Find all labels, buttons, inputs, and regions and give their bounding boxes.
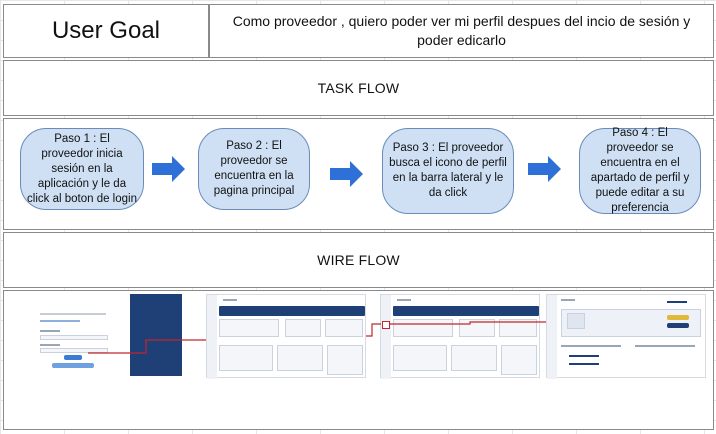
wireframe-home-sidebar (380, 294, 540, 379)
wireframe-home (206, 294, 366, 379)
task-flow-title: TASK FLOW (3, 60, 714, 116)
user-goal-label: User Goal (3, 4, 209, 58)
wireframe-login-panel (130, 294, 182, 376)
arrow-right-icon (152, 156, 185, 182)
arrow-right-icon (330, 161, 363, 187)
arrow-right-icon (528, 156, 561, 182)
step-2: Paso 2 : El proveedor se encuentra en la… (198, 128, 310, 210)
wireframe-profile (546, 294, 706, 379)
step-1: Paso 1 : El proveedor inicia sesión en l… (20, 128, 144, 210)
user-goal-text: Como proveedor , quiero poder ver mi per… (209, 4, 714, 58)
step-4: Paso 4 : El proveedor se encuentra en el… (579, 127, 701, 214)
wireframe-login (22, 295, 124, 375)
step-3: Paso 3 : El proveedor busca el icono de … (382, 128, 514, 214)
wire-flow-title: WIRE FLOW (3, 232, 714, 288)
